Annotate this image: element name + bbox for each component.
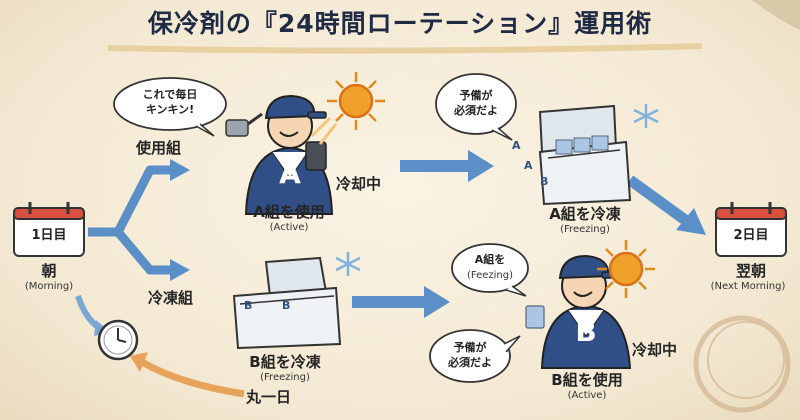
pack-letter: B <box>244 299 253 312</box>
snowflake-icon <box>335 252 361 276</box>
title-underline <box>107 43 703 54</box>
cooler-box-icon <box>538 104 632 206</box>
bubble-text: 予備が <box>459 89 493 102</box>
bubble-text: 必須だよ <box>454 104 498 117</box>
pack-letter: A <box>512 139 521 152</box>
bottom-person-label: B組を使用 <box>551 371 623 389</box>
bottom-person-sub: (Active) <box>567 390 607 401</box>
fork-arrow-top-head <box>170 159 190 181</box>
branch-label-top: 使用組 <box>136 139 182 157</box>
bubble-text: キンキン! <box>145 103 195 116</box>
start-sub: (Morning) <box>24 281 74 292</box>
cooler-box-icon <box>232 256 342 350</box>
person-a <box>244 94 334 215</box>
arrow-return-orange <box>130 352 245 398</box>
top-person-sub: (Active) <box>269 222 309 233</box>
page-title: 保冷剤の『24時間ローテーション』運用術 <box>147 9 653 38</box>
bubble-text: これで毎日 <box>142 88 198 101</box>
top-freezer-label: A組を冷凍 <box>549 205 621 223</box>
calendar-icon <box>13 202 85 257</box>
sun-icon <box>327 72 385 130</box>
calendar-day-label: 1日目 <box>31 228 67 243</box>
sun-icon <box>597 240 655 298</box>
pack-letter: B <box>282 299 291 312</box>
speech-bubble <box>435 73 517 135</box>
uniform-letter: B <box>575 315 597 348</box>
fork-arrow-bottom <box>114 229 172 275</box>
fork-arrow-bottom-head <box>170 259 190 281</box>
phone-icon <box>305 141 327 171</box>
bubble-text: 予備が <box>453 341 487 354</box>
bubble-text: A組を <box>474 253 506 266</box>
cooling-label: 冷却中 <box>336 175 382 193</box>
arrow-bottom-to-person <box>352 286 450 318</box>
speech-bubble <box>451 243 529 293</box>
speech-bubble <box>113 77 227 131</box>
duration-label: 丸一日 <box>246 388 292 406</box>
start-label: 朝 <box>41 262 57 280</box>
sun-ray-lines <box>310 116 338 145</box>
speech-bubble <box>429 329 511 383</box>
bubble-text: (Feezing) <box>466 270 514 281</box>
bottom-freezer-sub: (Freezing) <box>260 372 310 383</box>
top-person-label: A組を使用 <box>253 203 325 221</box>
calendar-day-label: 2日目 <box>733 228 769 243</box>
calendar-icon <box>715 202 787 257</box>
fork-arrow-top <box>88 165 172 237</box>
top-freezer-sub: (Freezing) <box>560 224 610 235</box>
pack-letter: B <box>540 175 549 188</box>
page-fold <box>752 0 800 30</box>
snowflake-icon <box>633 104 659 128</box>
pack-letter: A <box>524 159 533 172</box>
person-b <box>525 254 632 369</box>
coffee-stain <box>693 315 791 413</box>
arrow-top-to-freezer <box>400 150 494 182</box>
uniform-letter: A <box>279 157 301 190</box>
end-label: 翌朝 <box>735 262 766 280</box>
arrow-to-next-morning <box>626 175 706 235</box>
cooling-label: 冷却中 <box>632 341 678 359</box>
end-sub: (Next Morning) <box>710 281 786 292</box>
bubble-text: 必須だよ <box>448 356 492 369</box>
branch-label-bottom: 冷凍組 <box>148 289 194 307</box>
bottom-freezer-label: B組を冷凍 <box>249 353 321 371</box>
watering-can-icon <box>225 112 263 137</box>
clock-icon <box>97 319 139 361</box>
